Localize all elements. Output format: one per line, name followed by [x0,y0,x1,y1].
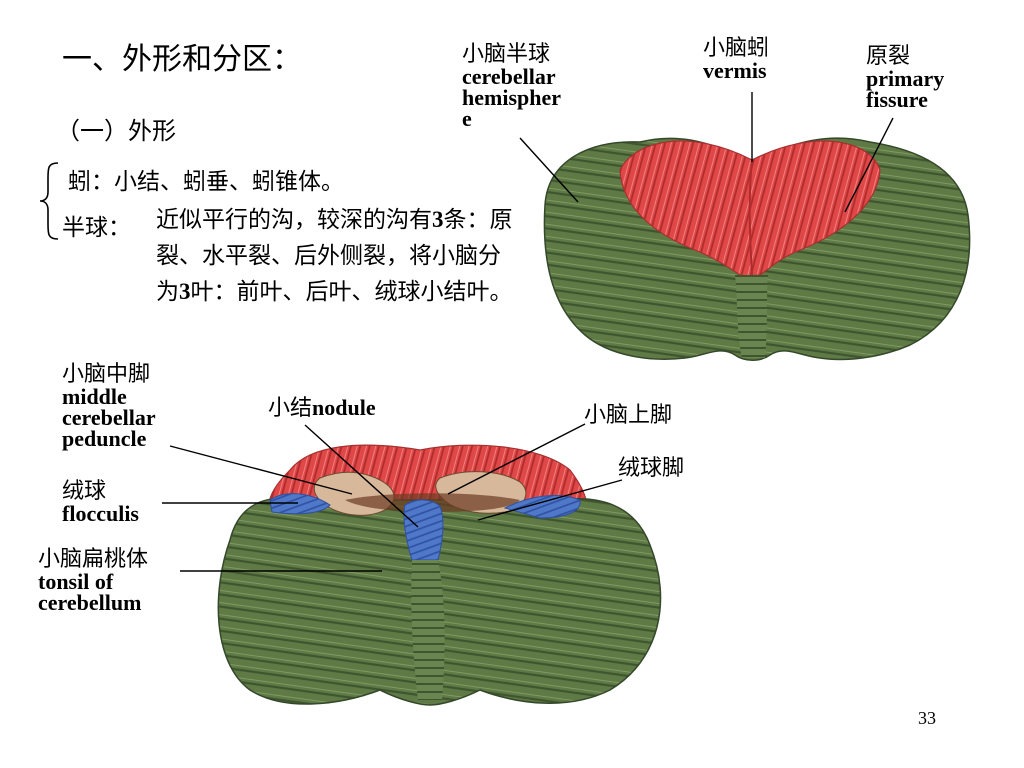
brace-icon [39,162,59,240]
hemisphere-description: 近似平行的沟，较深的沟有3条：原裂、水平裂、后外侧裂，将小脑分为3叶：前叶、后叶… [156,207,513,305]
flocculus-left-shape [269,493,331,515]
nodule-shape [403,499,444,561]
label-flocculus-peduncle: 绒球脚 [618,456,685,481]
leader-lines [162,92,894,572]
vermis-posterior-shape [735,275,768,358]
hemisphere-label: 半球： [62,215,131,241]
label-nodule: 小结nodule [268,395,376,421]
flocculus-right-shape [503,495,581,519]
inferior-view-figure [217,444,662,706]
section-subtitle: （一）外形 [56,117,176,145]
label-middle-cerebellar-peduncle: 小脑中脚 middle cerebellar peduncle [62,362,156,451]
label-tonsil: 小脑扁桃体 tonsil of cerebellum [38,547,149,615]
label-primary-fissure: 原裂 primary fissure [866,44,945,112]
label-flocculus: 绒球 flocculis [62,479,139,526]
superior-view-figure [543,137,971,361]
page-title: 一、外形和分区： [62,42,302,77]
page-number: 33 [918,708,936,728]
vermis-inferior-shape [411,560,445,700]
label-cerebellar-hemisphere: 小脑半球 cerebellar hemispher e [462,42,561,131]
label-vermis: 小脑蚓 vermis [703,36,770,83]
label-superior-cerebellar-peduncle: 小脑上脚 [584,403,673,428]
vermis-description: 蚓：小结、蚓垂、蚓锥体。 [68,169,344,195]
